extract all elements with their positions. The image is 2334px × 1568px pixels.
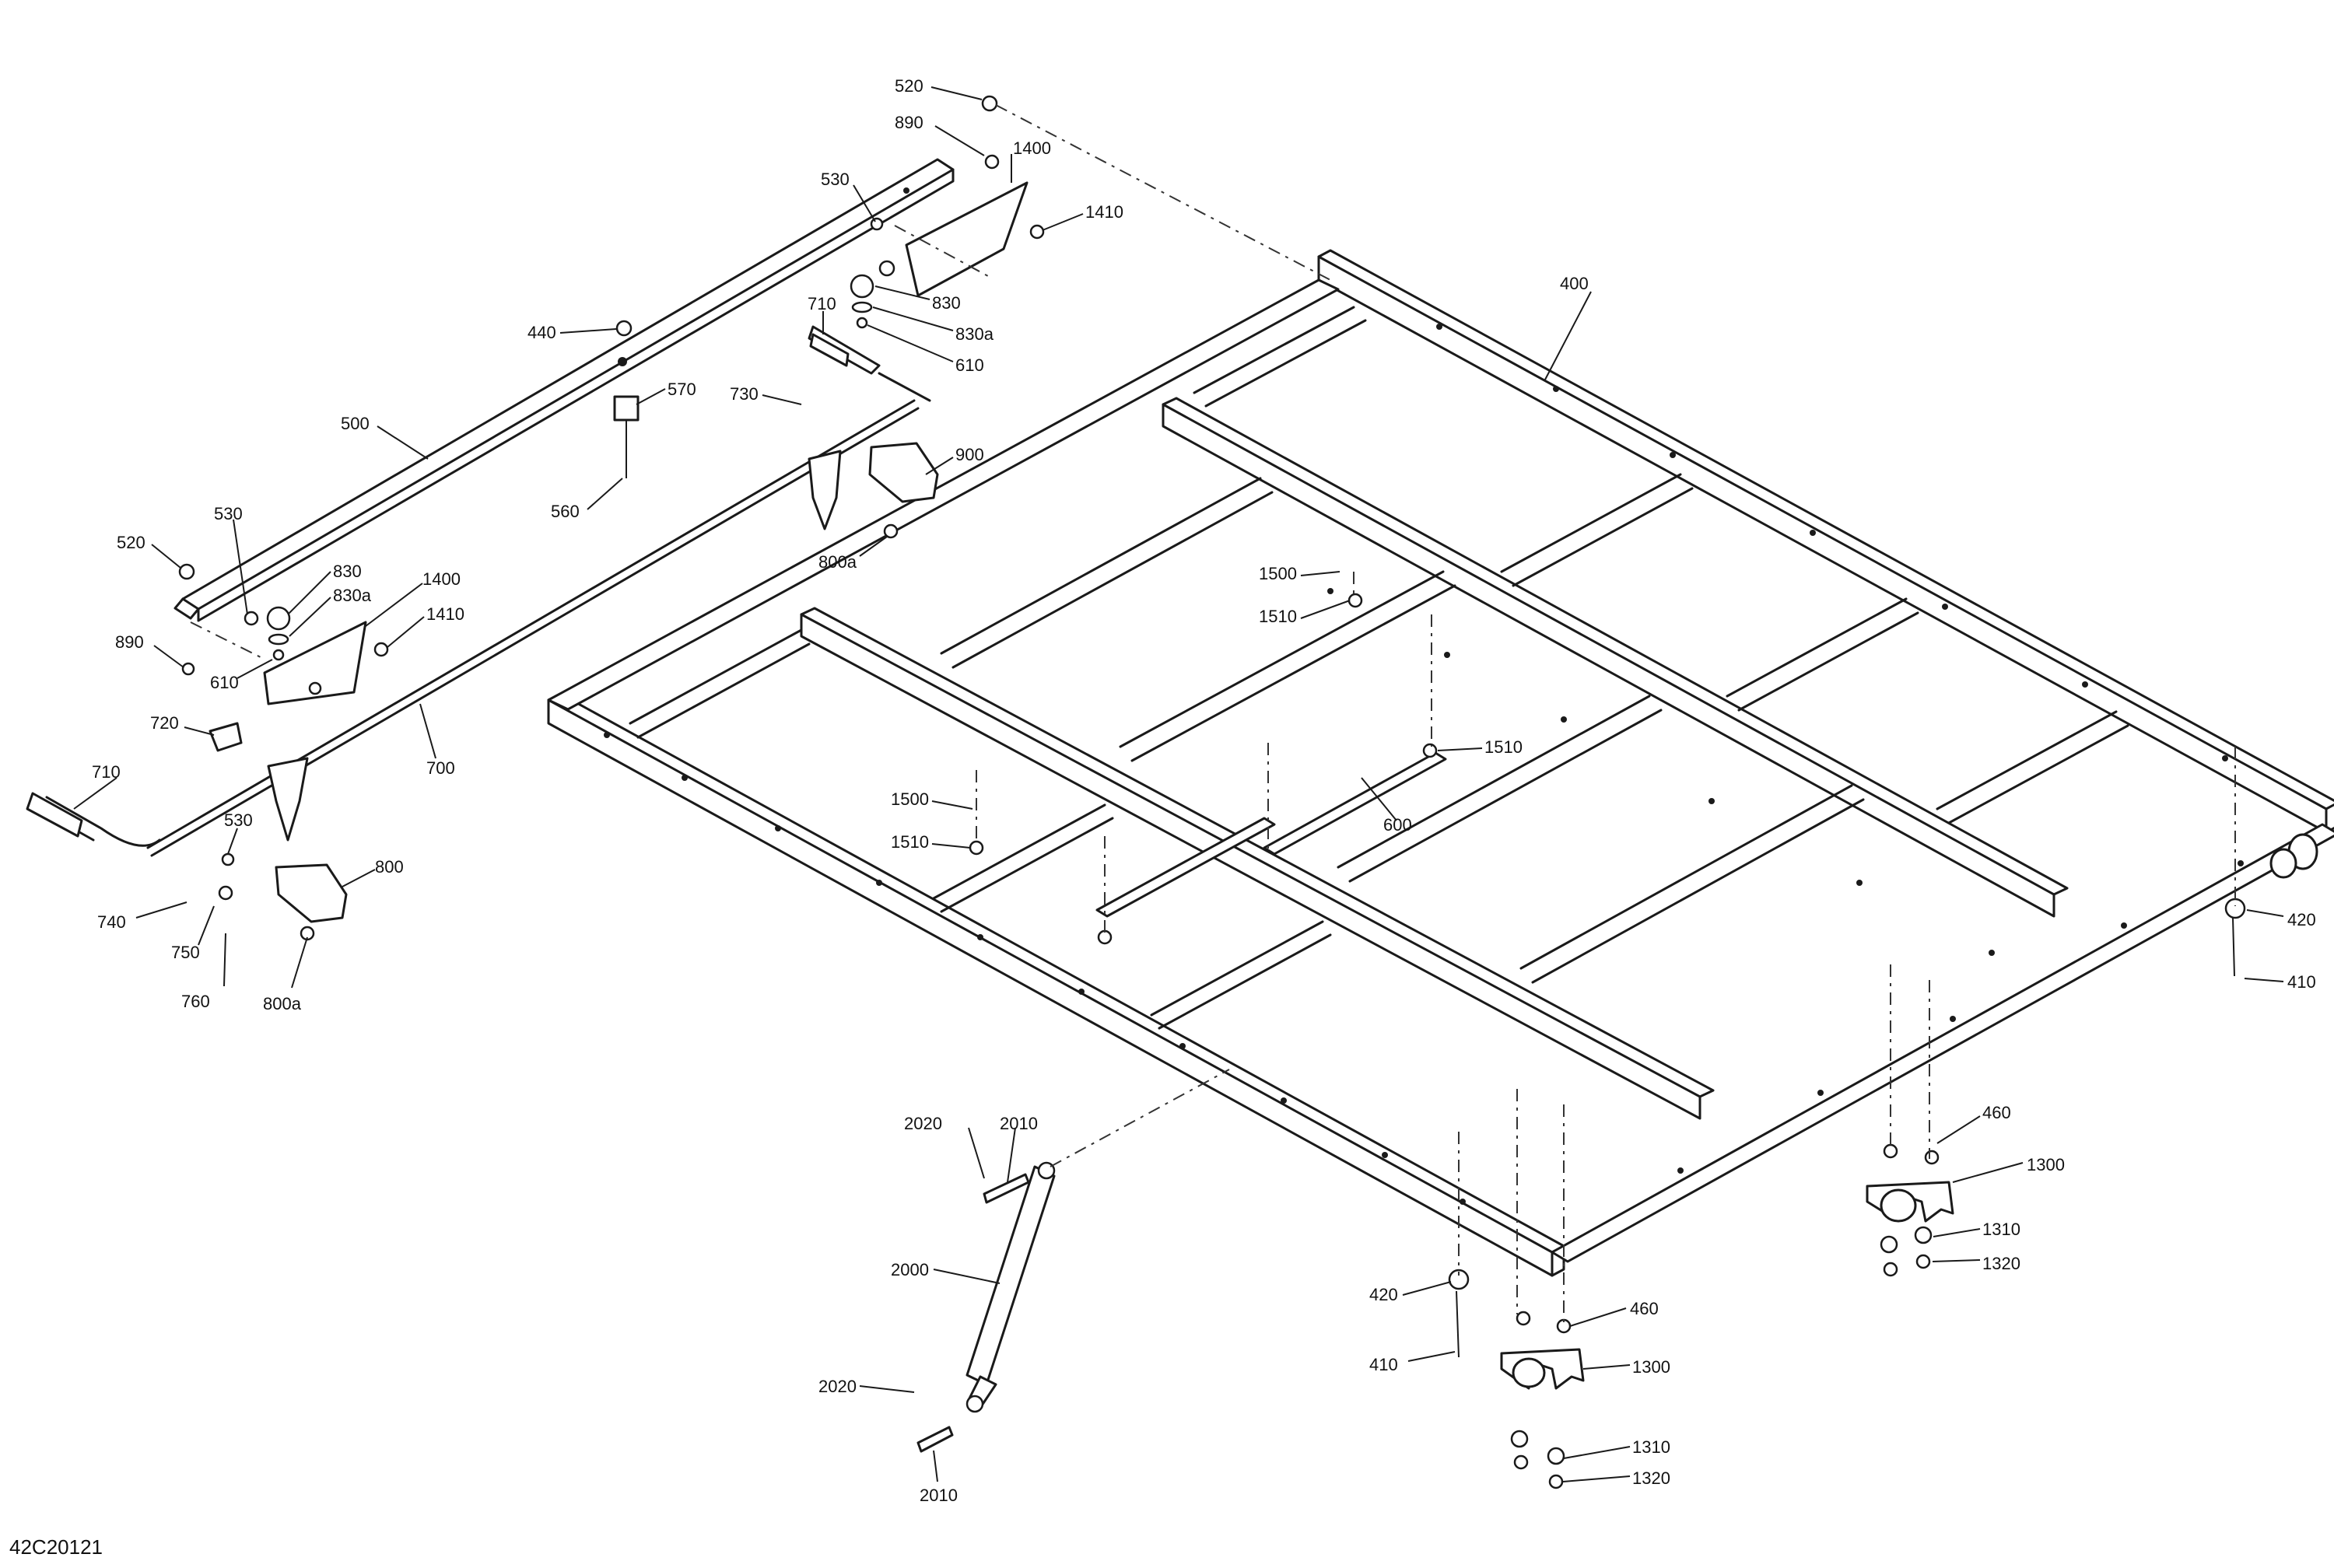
callout-830-top: 830 (932, 293, 961, 313)
release-rod-700 (26, 325, 931, 857)
callout-2010-bottom: 2010 (920, 1486, 958, 1505)
callout-700: 700 (426, 758, 455, 778)
callout-1320-right: 1320 (1982, 1254, 2020, 1273)
crossbar-600 (1095, 751, 1447, 918)
callout-460-right: 460 (1982, 1103, 2011, 1122)
callout-890-top: 890 (895, 113, 923, 132)
callout-610-top: 610 (955, 355, 984, 375)
drawing-code: 42C20121 (9, 1535, 103, 1559)
callouts: 520 890 1400 530 1410 830 830a 610 710 4… (73, 76, 2316, 1505)
callout-830a-left: 830a (333, 586, 372, 605)
callout-1510-upper: 1510 (1259, 607, 1297, 626)
latch-hook-720 (267, 757, 309, 842)
callout-520-top: 520 (895, 76, 923, 96)
callout-800: 800 (375, 857, 404, 877)
callout-420-right: 420 (2287, 910, 2316, 929)
callout-2020-bottom: 2020 (818, 1377, 857, 1396)
callout-800a-bottom: 800a (263, 994, 302, 1013)
callout-600: 600 (1383, 815, 1412, 835)
callout-750: 750 (171, 943, 200, 962)
hardware (178, 95, 2246, 1489)
callout-1310-right: 1310 (1982, 1220, 2020, 1239)
callout-2000: 2000 (891, 1260, 929, 1279)
callout-530-bottom: 530 (224, 810, 253, 830)
callout-410-left: 410 (1369, 1355, 1398, 1374)
latch-pad-900 (868, 442, 939, 503)
callout-760: 760 (181, 992, 210, 1011)
callout-560: 560 (551, 502, 580, 521)
callout-440: 440 (527, 323, 556, 342)
callout-1300-right: 1300 (2027, 1155, 2065, 1174)
callout-1410-top: 1410 (1085, 202, 1123, 222)
bracket-1400-rear (905, 181, 1029, 297)
callout-410-right: 410 (2287, 972, 2316, 992)
callout-1300-left: 1300 (1632, 1357, 1670, 1377)
latch-rail-500 (173, 158, 955, 622)
callout-890-left: 890 (115, 632, 144, 652)
callout-520-left: 520 (117, 533, 145, 552)
gas-strut-2000 (916, 1161, 1056, 1453)
callout-710-top: 710 (808, 294, 836, 313)
callout-900: 900 (955, 445, 984, 464)
frame-center-beam (1162, 403, 2055, 918)
callout-460-left: 460 (1630, 1299, 1659, 1318)
callout-610-left: 610 (210, 673, 239, 692)
callout-2010-top: 2010 (1000, 1114, 1038, 1133)
frame-rail-400 (1317, 255, 2328, 834)
callout-830a-top: 830a (955, 324, 994, 344)
callout-1400-left: 1400 (422, 569, 461, 589)
callout-1400-top: 1400 (1013, 138, 1051, 158)
main-frame (547, 249, 2334, 1277)
callout-1500-lower: 1500 (891, 789, 929, 809)
callout-1500-upper: 1500 (1259, 564, 1297, 583)
callout-2020-top: 2020 (904, 1114, 942, 1133)
callout-530-left: 530 (214, 504, 243, 523)
callout-500: 500 (341, 414, 370, 433)
callout-1510-lower: 1510 (891, 832, 929, 852)
callout-730: 730 (730, 384, 759, 404)
latch-hook-730 (808, 450, 842, 530)
assembly-lines (190, 104, 2236, 1322)
callout-830-left: 830 (333, 562, 362, 581)
callout-530-top: 530 (821, 170, 850, 189)
frame-side-rail-right (1551, 823, 2334, 1263)
latch-pad-800 (275, 863, 348, 923)
callout-400: 400 (1560, 274, 1589, 293)
callout-1320-left: 1320 (1632, 1468, 1670, 1488)
callout-800a-top: 800a (818, 552, 857, 572)
callout-720: 720 (150, 713, 179, 733)
bracket-1400-front (263, 621, 367, 705)
frame-holes (604, 324, 2244, 1205)
callout-420-left: 420 (1369, 1285, 1398, 1304)
callout-1410-left: 1410 (426, 604, 464, 624)
callout-570: 570 (668, 380, 696, 399)
frame-inner-beam (800, 613, 1701, 1120)
callout-710-left: 710 (92, 762, 121, 782)
callout-740: 740 (97, 912, 126, 932)
callout-1510-mid: 1510 (1484, 737, 1523, 757)
callout-1310-left: 1310 (1632, 1437, 1670, 1457)
frame-side-rail-left (547, 278, 1340, 711)
